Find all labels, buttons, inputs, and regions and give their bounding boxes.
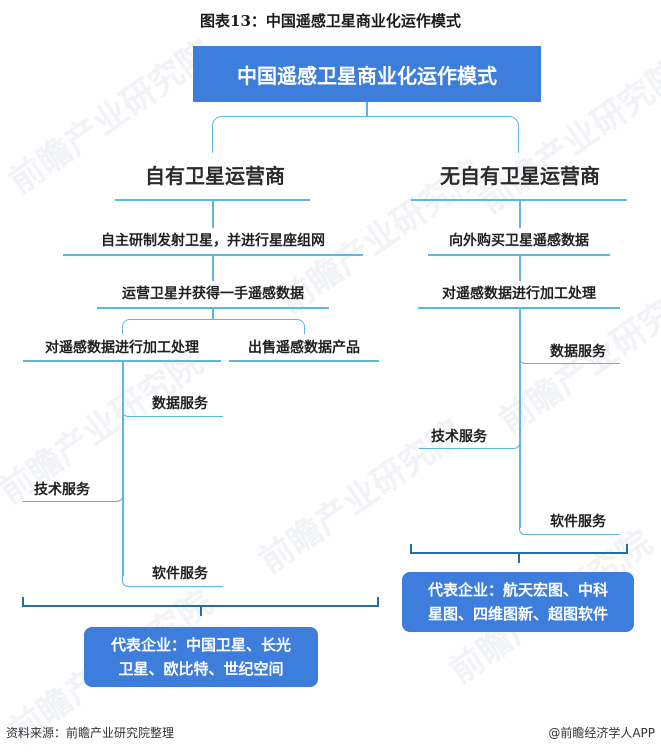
right-step-2: 对遥感数据进行加工处理: [442, 286, 596, 302]
underline: [411, 199, 627, 201]
left-branch-title: 自有卫星运营商: [145, 164, 285, 188]
right-service-tech: 技术服务: [431, 429, 487, 445]
connector: [22, 485, 123, 502]
right-step-1: 向外购买卫星遥感数据: [449, 233, 589, 249]
connector: [366, 102, 368, 117]
right-companies: 代表企业：航天宏图、中科 星图、四维图新、超图软件: [402, 572, 634, 632]
left-step-1: 自主研制发射卫星，并进行星座组网: [101, 233, 325, 249]
connector: [122, 361, 124, 576]
right-branch-title: 无自有卫星运营商: [440, 164, 600, 188]
connector: [212, 255, 214, 281]
bracket: [626, 544, 628, 554]
connector: [519, 518, 620, 535]
right-companies-line2: 星图、四维图新、超图软件: [427, 605, 608, 623]
left-companies: 代表企业：中国卫星、长光 卫星、欧比特、世纪空间: [84, 627, 318, 687]
left-split-process: 对遥感数据进行加工处理: [45, 340, 199, 356]
connector: [212, 308, 214, 320]
underline: [229, 360, 379, 362]
bracket: [410, 544, 412, 554]
connector: [212, 116, 519, 153]
connector: [212, 200, 214, 228]
underline: [97, 307, 329, 309]
root-node: 中国遥感卫星商业化运作模式: [193, 46, 541, 102]
left-split-sell: 出售遥感数据产品: [248, 340, 360, 356]
connector: [122, 400, 223, 417]
figure-title: 图表13：中国遥感卫星商业化运作模式: [200, 12, 461, 30]
left-companies-line2: 卫星、欧比特、世纪空间: [118, 660, 284, 678]
connector: [519, 308, 521, 528]
underline: [428, 254, 610, 256]
right-service-software: 软件服务: [550, 514, 606, 530]
root-label: 中国遥感卫星商业化运作模式: [237, 63, 497, 88]
connector: [519, 348, 620, 364]
underline: [23, 360, 221, 362]
connector: [419, 432, 520, 449]
bracket: [377, 597, 379, 607]
left-service-data: 数据服务: [152, 396, 208, 412]
right-service-data: 数据服务: [550, 344, 606, 360]
bracket: [518, 554, 520, 563]
source-note: 资料来源：前瞻产业研究院整理: [6, 726, 175, 740]
connector: [519, 255, 521, 281]
credit-note: @前瞻经济学人APP: [548, 726, 655, 740]
bracket: [410, 552, 628, 554]
connector: [519, 200, 521, 228]
right-companies-line1: 代表企业：航天宏图、中科: [427, 581, 608, 599]
left-service-tech: 技术服务: [34, 482, 90, 498]
bracket: [200, 607, 202, 616]
underline: [115, 199, 310, 201]
left-step-2: 运营卫星并获得一手遥感数据: [122, 286, 304, 302]
connector: [122, 319, 305, 334]
left-service-software: 软件服务: [152, 566, 208, 582]
connector: [122, 570, 223, 587]
bracket: [22, 597, 24, 607]
underline: [63, 254, 363, 256]
left-companies-line1: 代表企业：中国卫星、长光: [110, 636, 291, 654]
bracket: [22, 605, 378, 607]
underline: [418, 307, 620, 309]
